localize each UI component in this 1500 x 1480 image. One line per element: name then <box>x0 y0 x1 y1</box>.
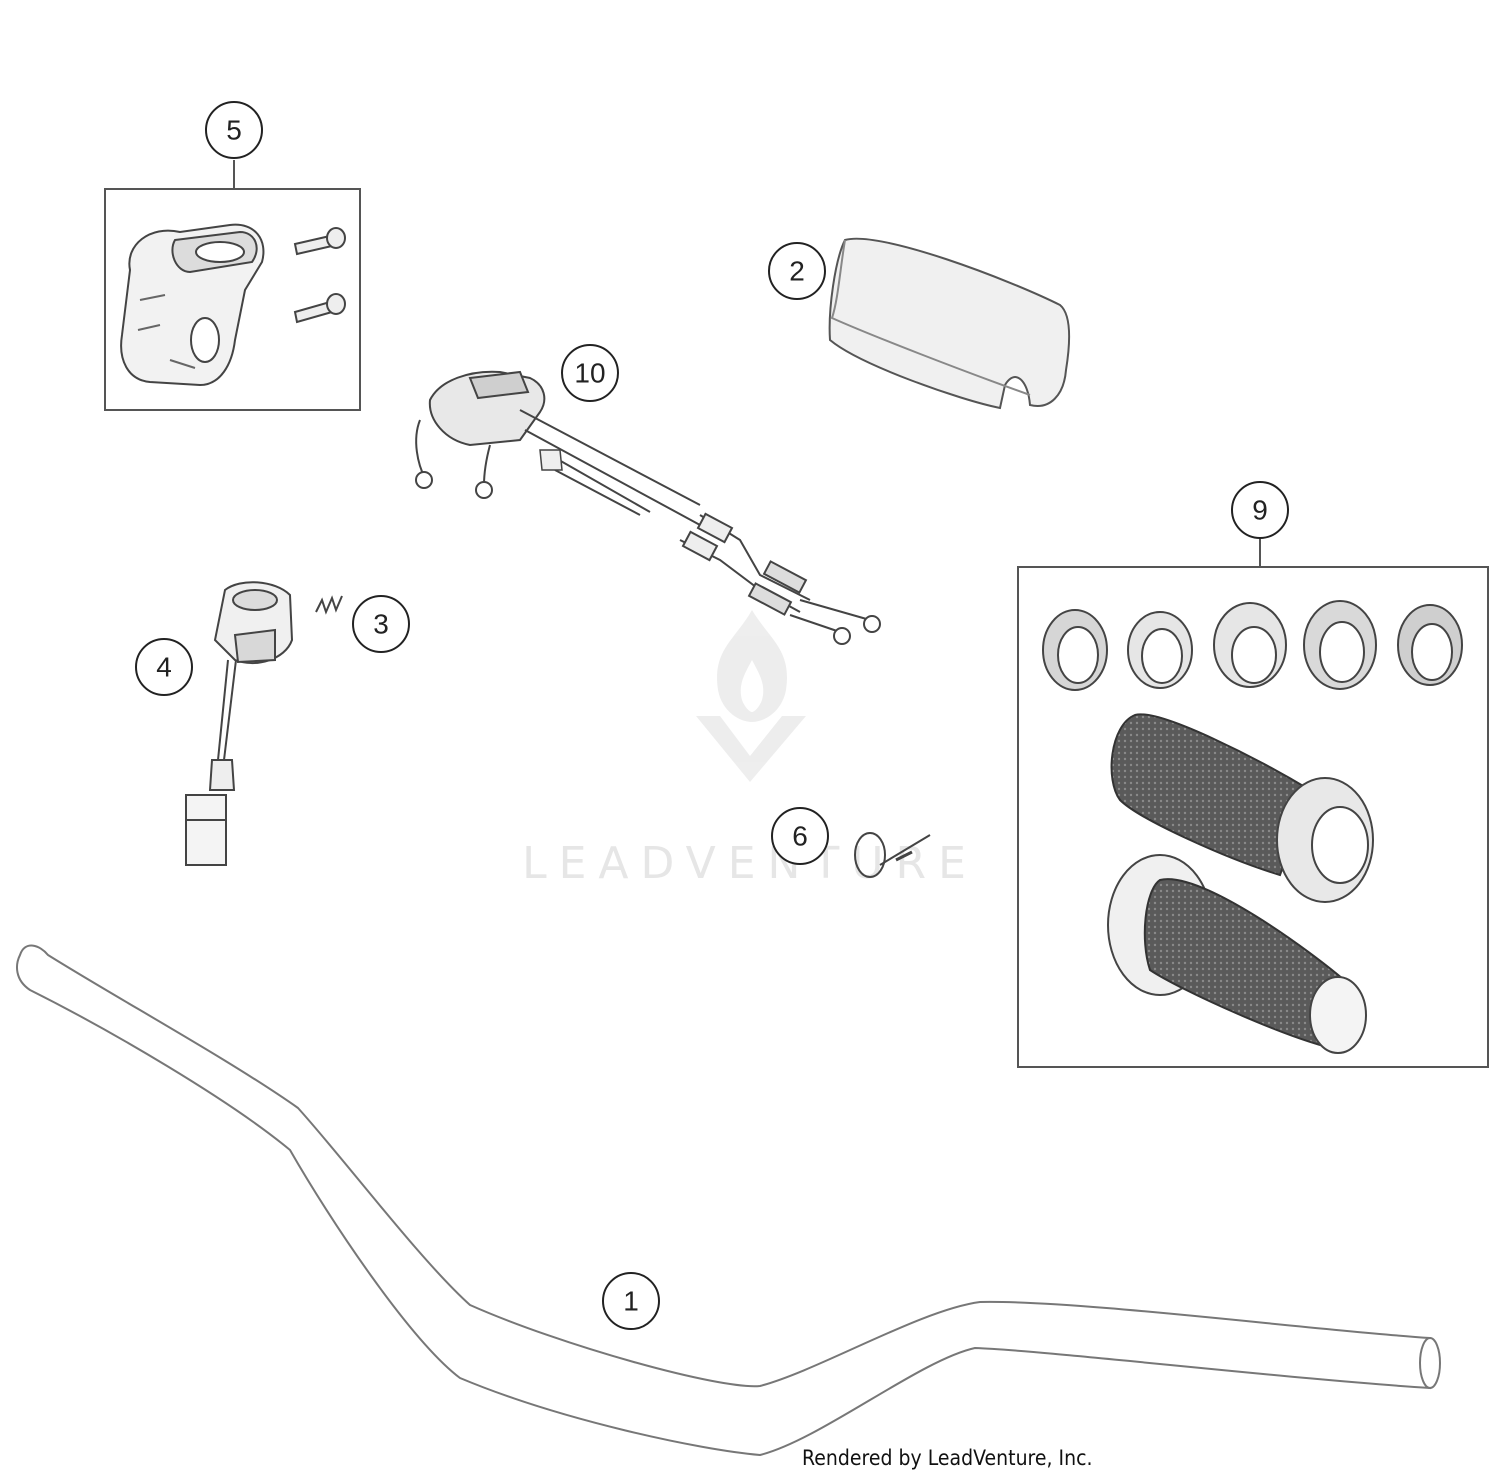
part-6-cable-tie <box>854 832 931 878</box>
callout-label: 5 <box>226 115 242 146</box>
callout-2: 2 <box>768 242 826 300</box>
callout-label: 2 <box>789 256 805 287</box>
part-4-start-switch <box>185 581 294 866</box>
footer-credit: Rendered by LeadVenture, Inc. <box>802 1446 1093 1470</box>
cam-ring-icon <box>1213 602 1287 688</box>
cam-ring-icon <box>1397 604 1463 686</box>
part-9-grip-set <box>1017 538 1489 1068</box>
callout-3: 3 <box>352 595 410 653</box>
callout-9: 9 <box>1231 481 1289 539</box>
callout-4: 4 <box>135 638 193 696</box>
part-1-handlebar <box>16 944 1441 1457</box>
grip-icon <box>1107 854 1367 1054</box>
callout-10: 10 <box>561 344 619 402</box>
bolt-icon <box>293 227 346 256</box>
part-10-throttle-cables <box>415 370 881 645</box>
cam-ring-icon <box>1042 609 1108 691</box>
cam-ring-icon <box>1303 600 1377 690</box>
bolt-icon <box>293 293 346 324</box>
callout-6: 6 <box>771 807 829 865</box>
watermark-text: LEADVENTURE <box>522 838 978 889</box>
callout-5: 5 <box>205 101 263 159</box>
callout-label: 4 <box>156 652 172 683</box>
callout-label: 3 <box>373 609 389 640</box>
watermark-logo <box>696 610 806 782</box>
callout-label: 10 <box>574 358 605 389</box>
grip-icon <box>1110 713 1374 903</box>
cam-ring-icon <box>1127 611 1193 689</box>
callout-label: 1 <box>623 1286 639 1317</box>
callout-1: 1 <box>602 1272 660 1330</box>
part-2-handlebar-pad <box>828 237 1071 410</box>
part-5-switch-assembly <box>104 160 361 411</box>
callout-label: 9 <box>1252 495 1268 526</box>
callout-label: 6 <box>792 821 808 852</box>
part-3-spring <box>315 595 343 615</box>
